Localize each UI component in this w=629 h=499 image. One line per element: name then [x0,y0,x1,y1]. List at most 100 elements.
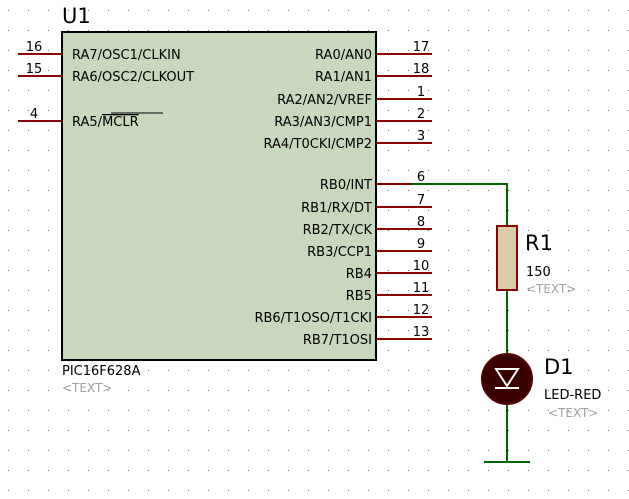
grid-dot [388,430,389,431]
grid-dot [208,450,209,451]
grid-dot [568,230,569,231]
grid-dot [248,370,249,371]
grid-dot [248,490,249,491]
grid-dot [588,390,589,391]
grid-dot [488,290,489,291]
grid-dot [608,270,609,271]
grid-dot [268,430,269,431]
grid-dot [428,290,429,291]
grid-dot [608,490,609,491]
resistor-r1[interactable]: R1 150 <TEXT> [496,225,576,296]
grid-dot [288,490,289,491]
grid-dot [588,170,589,171]
chip-body[interactable] [61,31,377,361]
pin-label: RB4 [346,267,372,282]
grid-dot [68,390,69,391]
grid-dot [508,410,509,411]
grid-dot [408,290,409,291]
grid-dot [468,230,469,231]
grid-dot [208,30,209,31]
grid-dot [428,450,429,451]
grid-dot [128,30,129,31]
grid-dot [428,70,429,71]
grid-dot [28,370,29,371]
grid-dot [508,470,509,471]
led-body[interactable] [481,353,533,405]
grid-dot [188,470,189,471]
grid-dot [468,10,469,11]
grid-dot [548,270,549,271]
grid-dot [608,10,609,11]
grid-dot [468,150,469,151]
grid-dot [448,50,449,51]
grid-dot [548,450,549,451]
chip-right-pins: 17RA0/AN018RA1/AN11RA2/AN2/VREF2RA3/AN3/… [254,40,432,348]
grid-dot [568,330,569,331]
grid-dot [528,330,529,331]
grid-dot [28,10,29,11]
grid-dot [8,370,9,371]
grid-dot [48,190,49,191]
pin-number: 6 [417,170,425,185]
wire-rb0-to-r1[interactable] [411,183,508,226]
grid-dot [348,30,349,31]
resistor-body[interactable] [496,225,518,291]
grid-dot [48,370,49,371]
grid-dot [448,150,449,151]
grid-dot [588,10,589,11]
grid-dot [388,110,389,111]
grid-dot [368,10,369,11]
grid-dot [408,90,409,91]
grid-dot [308,490,309,491]
chip-u1[interactable]: U1 PIC16F628A <TEXT> [61,4,377,395]
grid-dot [68,450,69,451]
grid-dot [48,150,49,151]
grid-dot [588,90,589,91]
pin-label: RB7/T1OSI [303,333,372,348]
pin-label: RA5/MCLR [72,115,139,130]
grid-dot [248,390,249,391]
grid-dot [528,250,529,251]
grid-dot [8,270,9,271]
grid-dot [468,90,469,91]
grid-dot [468,250,469,251]
grid-dot [268,410,269,411]
grid-dot [548,90,549,91]
grid-dot [8,190,9,191]
grid-dot [168,430,169,431]
grid-dot [588,350,589,351]
led-d1[interactable]: D1 LED-RED <TEXT> [481,353,601,420]
led-ref: D1 [544,355,574,379]
grid-dot [428,350,429,351]
grid-dot [488,410,489,411]
grid-dot [388,490,389,491]
grid-dot [508,430,509,431]
grid-dot [428,210,429,211]
grid-dot [468,190,469,191]
grid-dot [48,310,49,311]
grid-dot [168,30,169,31]
grid-dot [548,470,549,471]
grid-dot [8,130,9,131]
pin-label: RB0/INT [320,178,372,193]
grid-dot [488,130,489,131]
grid-dot [608,170,609,171]
grid-dot [48,390,49,391]
grid-dot [508,170,509,171]
